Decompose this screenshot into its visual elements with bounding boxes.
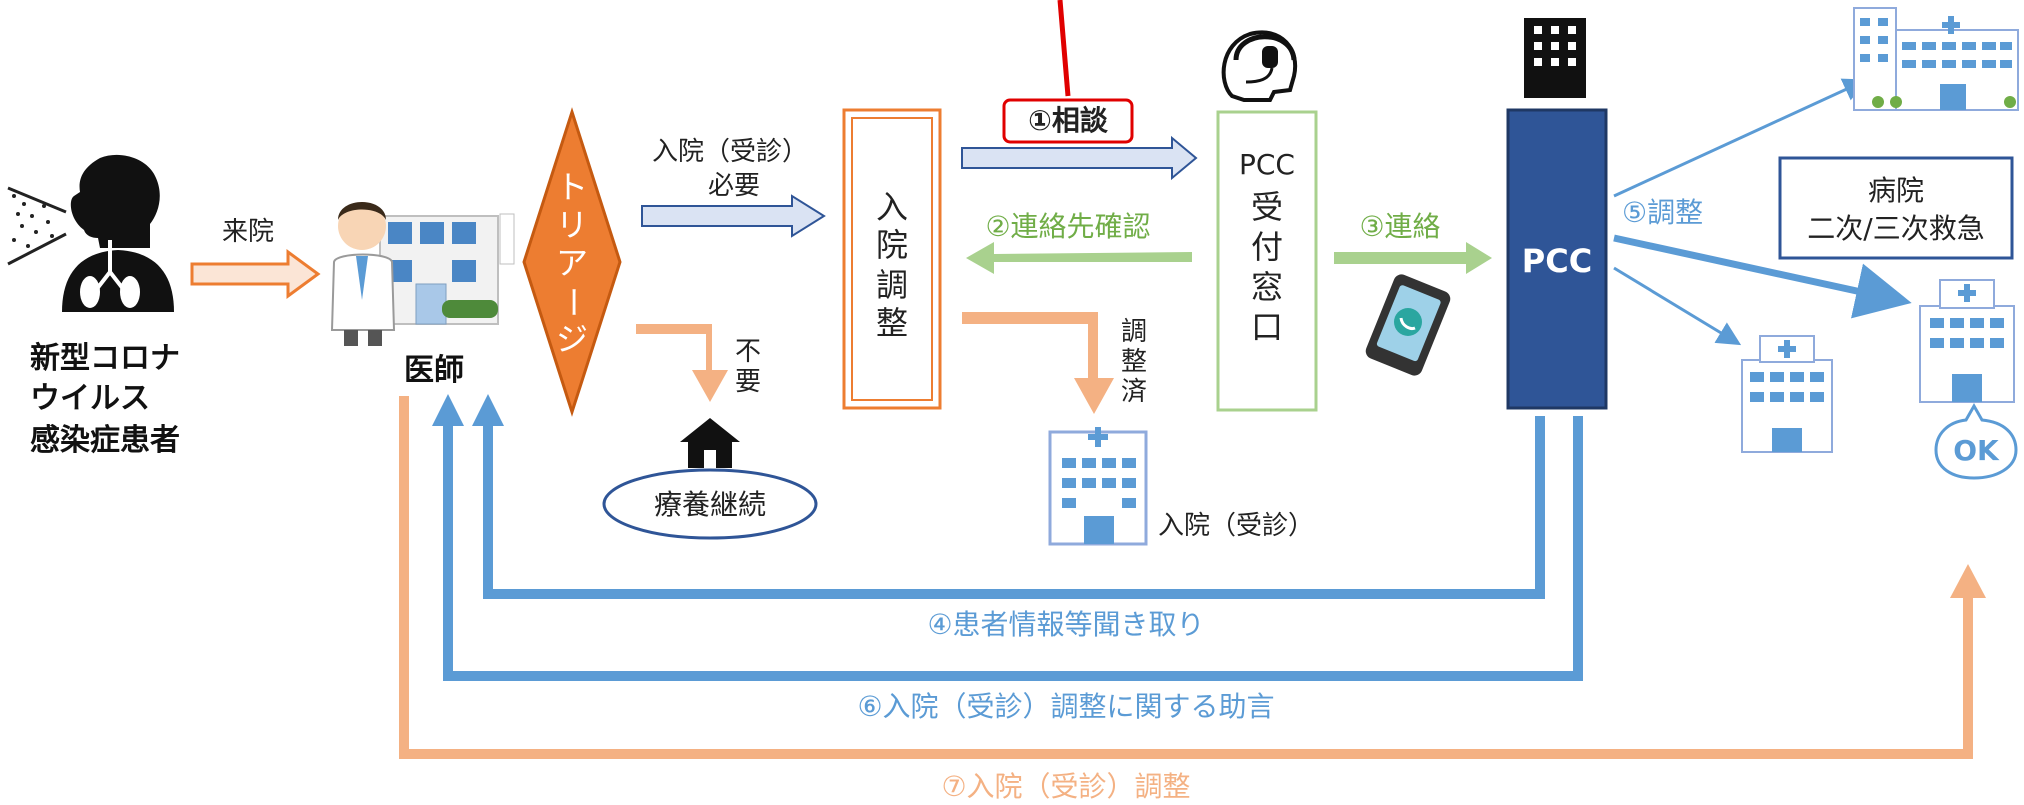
svg-text:院: 院: [876, 226, 908, 264]
step6-arrowhead: [432, 394, 464, 426]
adjusted-label-3: 済: [1121, 377, 1147, 407]
ok-hospital-icon: [1919, 279, 2015, 403]
visit-label: 来院: [222, 217, 274, 247]
adjust-label: ⑤調整: [1622, 196, 1703, 229]
hospital-icon: [1048, 427, 1148, 546]
contact-label: ③連絡: [1359, 210, 1440, 243]
coordination-box: [851, 117, 933, 401]
step4-arrowhead: [472, 394, 504, 426]
admission-needed-label-1: 入院（受診）: [652, 137, 808, 167]
consult-badge: [1002, 98, 1134, 144]
svg-text:ト: ト: [556, 168, 588, 206]
svg-text:ジ: ジ: [556, 320, 588, 358]
small-hospital-icon: [1741, 335, 1833, 453]
not-needed-label-2: 要: [735, 367, 761, 397]
hospital-info-label-2: 二次/三次救急: [1807, 212, 1984, 245]
step4-line: [483, 416, 1545, 599]
patient-label-2: ウイルス: [30, 381, 150, 416]
adjust-arrow-main: [1613, 234, 1912, 319]
reception-box: [1216, 110, 1318, 412]
svg-text:整: 整: [876, 304, 908, 342]
adjusted-label-1: 調: [1121, 317, 1147, 347]
pcc-label: PCC: [1522, 242, 1592, 280]
home-care-ellipse: [602, 468, 818, 540]
svg-text:入: 入: [876, 188, 908, 226]
svg-text:調: 調: [876, 266, 908, 304]
svg-text:ア: ア: [556, 244, 588, 282]
home-care-label: 療養継続: [654, 488, 766, 521]
consult-label: ①相談: [1028, 104, 1109, 137]
doctor-label: 医師: [404, 353, 464, 388]
svg-text:リ: リ: [556, 206, 588, 244]
patient-label-3: 感染症患者: [30, 423, 180, 458]
house-icon: [680, 418, 740, 468]
hospital-info-label-1: 病院: [1868, 174, 1924, 207]
not-needed-label-1: 不: [735, 337, 761, 367]
admission-needed-arrow: [641, 194, 826, 238]
ok-bubble: [1934, 402, 2018, 480]
contact-arrow: [1334, 242, 1492, 274]
patient-icon: [7, 154, 174, 312]
hospital-info-box: [1778, 156, 2014, 260]
headset-operator-icon: [1221, 30, 1298, 102]
adjusted-label-2: 整: [1121, 347, 1147, 377]
consult-arrow: [961, 135, 1198, 181]
confirm-contact-label: ②連絡先確認: [985, 210, 1150, 243]
ok-label: OK: [1953, 434, 2000, 467]
step7-arrowhead: [1950, 564, 1986, 598]
triage-diamond: [522, 107, 622, 417]
adjust-arrow-top: [1613, 78, 1868, 198]
svg-text:受: 受: [1251, 188, 1283, 226]
adjust-arrow-low: [1613, 266, 1742, 346]
svg-text:ー: ー: [554, 286, 592, 318]
patient-label-1: 新型コロナ: [30, 341, 180, 376]
large-hospital-icon: [1853, 7, 2019, 111]
svg-text:口: 口: [1251, 308, 1283, 346]
triage-label: ト リ ア ー ジ: [554, 168, 592, 358]
hospitalization-label: 入院（受診）: [1158, 511, 1314, 541]
visit-arrow: [190, 249, 321, 299]
consult-callout-line: [1057, 0, 1071, 97]
step4-label: ④患者情報等聞き取り: [927, 608, 1204, 641]
step7-line: [399, 396, 1973, 759]
svg-text:付: 付: [1251, 228, 1283, 266]
doctor-icon: [330, 202, 396, 346]
reception-label-pcc: PCC: [1239, 148, 1295, 181]
not-needed-arrow: [636, 324, 728, 402]
admission-needed-label-2: 必要: [708, 171, 760, 201]
confirm-contact-arrow: [966, 242, 1192, 274]
step7-label: ⑦入院（受診）調整: [941, 770, 1190, 803]
adjusted-arrow: [962, 312, 1114, 414]
reception-label: 受 付 窓 口: [1251, 188, 1283, 346]
coordination-label: 入 院 調 整: [876, 188, 908, 342]
smartphone-icon: [1365, 274, 1451, 376]
step6-line: [443, 416, 1583, 681]
building-icon: [1524, 18, 1586, 98]
clinic-building-icon: [379, 213, 515, 325]
svg-text:窓: 窓: [1251, 268, 1283, 306]
step6-label: ⑥入院（受診）調整に関する助言: [857, 690, 1274, 723]
pcc-box: [1506, 108, 1608, 410]
